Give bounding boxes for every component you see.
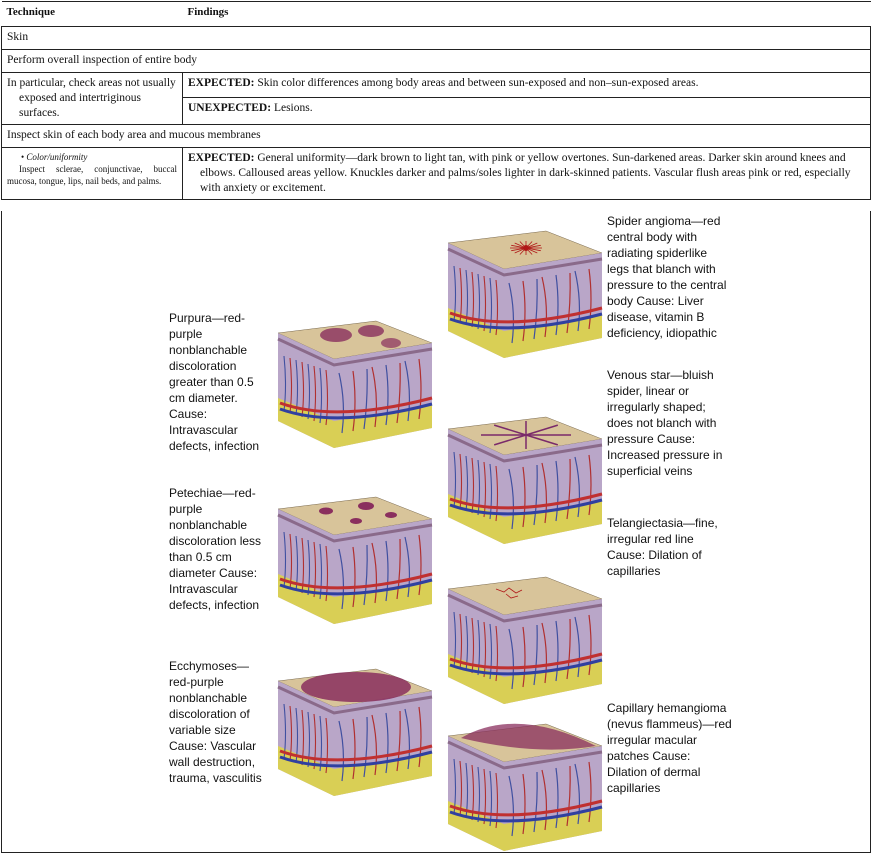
venous-star-cube: [447, 416, 603, 544]
section-skin: Skin: [1, 26, 871, 50]
expected-label: EXPECTED:: [188, 77, 255, 89]
caption-petechiae: Petechiae—red-purple nonblanchable disco…: [169, 486, 262, 612]
expected-text: General uniformity—dark brown to light t…: [200, 152, 851, 194]
header-findings: Findings: [182, 1, 871, 27]
expected-label: EXPECTED:: [188, 152, 255, 164]
caption-telangiectasia: Telangiectasia—fine, irregular red line …: [607, 516, 718, 578]
color-uniformity-technique: Inspect sclerae, conjunctivae, buccal mu…: [7, 164, 177, 186]
header-technique: Technique: [1, 1, 183, 27]
ecchymoses-cube: [277, 668, 433, 796]
technique-particular: In particular, check areas not usually e…: [1, 72, 183, 125]
caption-spider-angioma: Spider angioma—red central body with rad…: [607, 214, 727, 340]
table-header-row: Technique Findings: [1, 1, 871, 27]
caption-purpura: Purpura—red-purple nonblanchable discolo…: [169, 311, 260, 453]
telangiectasia-cube: [447, 576, 603, 704]
row-overall-inspection: Perform overall inspection of entire bod…: [1, 49, 871, 73]
purpura-cube: [277, 320, 433, 448]
caption-ecchymoses: Ecchymoses—red-purple nonblanchable disc…: [169, 659, 262, 785]
finding-expected: EXPECTED: Skin color differences among b…: [182, 72, 871, 98]
unexpected-label: UNEXPECTED:: [188, 102, 272, 114]
row-inspect-each-area: Inspect skin of each body area and mucou…: [1, 124, 871, 148]
bullet: •: [21, 152, 27, 162]
finding-unexpected: UNEXPECTED: Lesions.: [182, 97, 871, 125]
spider-angioma-cube: [447, 230, 603, 358]
technique-color-uniformity: • Color/uniformity Inspect sclerae, conj…: [1, 147, 183, 200]
capillary-hemangioma-cube: [447, 723, 603, 851]
unexpected-text: Lesions.: [271, 102, 313, 114]
skin-assessment-table: Technique Findings Skin Perform overall …: [1, 1, 871, 200]
expected-text: Skin color differences among body areas …: [254, 77, 699, 89]
caption-capillary-hemangioma: Capillary hemangioma (nevus flammeus)—re…: [607, 701, 732, 795]
finding-color-expected: EXPECTED: General uniformity—dark brown …: [182, 147, 871, 200]
caption-venous-star: Venous star—bluish spider, linear or irr…: [607, 368, 723, 478]
color-uniformity-title: Color/uniformity: [26, 152, 88, 162]
skin-lesion-figure: Purpura—red-purple nonblanchable discolo…: [1, 211, 871, 853]
petechiae-cube: [277, 496, 433, 624]
